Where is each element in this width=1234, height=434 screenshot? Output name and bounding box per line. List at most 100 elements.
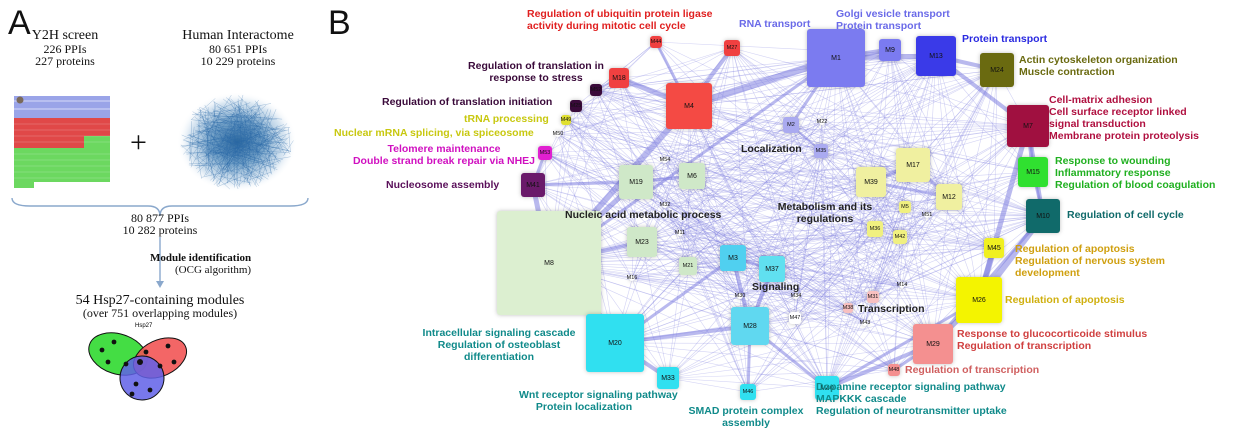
module-edge: [688, 105, 828, 389]
module-edge: [732, 257, 874, 298]
annotation-apoptosis: Regulation of apoptosis: [1005, 294, 1125, 306]
module-node-m49[interactable]: M49: [560, 115, 572, 125]
module-node-m8[interactable]: M8: [497, 211, 601, 315]
module-node-m28[interactable]: M28: [731, 307, 769, 345]
module-edge: [548, 262, 874, 298]
module-node-m3[interactable]: M3: [720, 245, 746, 271]
module-node-m52[interactable]: M52: [590, 84, 602, 96]
module-node-m7[interactable]: M7: [1007, 105, 1049, 147]
module-node-m47[interactable]: M47: [789, 312, 801, 324]
module-edge: [548, 262, 934, 345]
module-edge: [795, 295, 980, 301]
module-edge: [821, 121, 950, 198]
module-edge: [794, 296, 874, 319]
module-node-m25[interactable]: M25: [570, 100, 582, 112]
module-edge: [575, 105, 734, 259]
module-node-m40[interactable]: M40: [815, 376, 839, 400]
module-node-m53[interactable]: M53: [538, 146, 552, 160]
module-node-m42[interactable]: M42: [893, 230, 907, 244]
module-node-m34[interactable]: M34: [790, 293, 802, 299]
module-node-m51[interactable]: M51: [921, 212, 933, 218]
module-node-m9[interactable]: M9: [879, 39, 901, 61]
module-edge: [935, 55, 980, 301]
module-node-m19[interactable]: M19: [619, 165, 653, 199]
module-edge: [614, 57, 837, 344]
module-edge: [641, 241, 669, 379]
module-edge: [821, 121, 1044, 217]
module-edge: [790, 124, 901, 238]
module-node-m24[interactable]: M24: [980, 53, 1014, 87]
module-node-m11[interactable]: M11: [674, 230, 686, 236]
module-edge: [679, 232, 895, 371]
module-node-m13[interactable]: M13: [916, 36, 956, 76]
module-edge: [544, 47, 733, 154]
module-node-m1[interactable]: M1: [807, 29, 865, 87]
module-node-m2[interactable]: M2: [783, 117, 799, 133]
module-node-m43[interactable]: M43: [859, 320, 871, 326]
module-node-m23[interactable]: M23: [627, 227, 657, 257]
module-edge: [635, 57, 837, 183]
module-node-m50[interactable]: M50: [552, 131, 564, 137]
module-edge: [664, 69, 998, 206]
module-edge: [548, 164, 914, 264]
module-node-m45[interactable]: M45: [984, 238, 1004, 258]
module-node-m20[interactable]: M20: [586, 314, 644, 372]
module-node-m48[interactable]: M48: [888, 364, 900, 376]
module-edge: [691, 175, 980, 301]
module-edge: [655, 41, 823, 123]
interactome-title: Human Interactome: [182, 28, 294, 43]
module-node-m46[interactable]: M46: [740, 384, 756, 400]
module-node-m5[interactable]: M5: [899, 201, 911, 213]
module-edge: [795, 69, 998, 297]
module-node-m54[interactable]: M54: [659, 157, 671, 163]
module-node-m38[interactable]: M38: [842, 303, 854, 313]
module-edge: [688, 105, 903, 286]
module-node-m31[interactable]: M31: [867, 291, 879, 303]
module-edge: [575, 47, 733, 107]
module-node-m29[interactable]: M29: [913, 324, 953, 364]
module-node-m41[interactable]: M41: [521, 173, 545, 197]
module-node-m37[interactable]: M37: [759, 256, 785, 282]
module-node-m36[interactable]: M36: [867, 221, 883, 237]
module-node-m44[interactable]: M44: [650, 36, 662, 48]
module-node-m33[interactable]: M33: [657, 367, 679, 389]
module-edge: [664, 159, 741, 297]
module-node-m27[interactable]: M27: [724, 40, 740, 56]
module-edge: [771, 236, 901, 270]
module-node-m35[interactable]: M35: [814, 144, 828, 158]
module-edge: [635, 181, 866, 324]
module-node-m17[interactable]: M17: [896, 148, 930, 182]
module-node-m4[interactable]: M4: [666, 83, 712, 129]
module-node-m22[interactable]: M22: [816, 119, 828, 125]
module-node-m26[interactable]: M26: [956, 277, 1002, 323]
module-edge: [864, 206, 906, 324]
module-node-m39[interactable]: M39: [856, 167, 886, 197]
module-node-m10[interactable]: M10: [1026, 199, 1060, 233]
module-node-m15[interactable]: M15: [1018, 157, 1048, 187]
module-edge: [794, 317, 866, 324]
module-node-m12[interactable]: M12: [936, 184, 962, 210]
module-edge: [664, 204, 828, 389]
module-edge: [557, 133, 980, 301]
module-edge: [826, 181, 872, 389]
module-edge: [826, 164, 914, 389]
annotation-protein-transport: Protein transport: [962, 33, 1048, 45]
module-node-m18[interactable]: M18: [609, 68, 629, 88]
module-edge: [749, 236, 901, 327]
module-node-m16[interactable]: M16: [626, 275, 638, 281]
module-node-m32[interactable]: M32: [659, 202, 671, 208]
module-node-m6[interactable]: M6: [679, 163, 705, 189]
y2h-title: Y2H screen: [31, 28, 99, 43]
module-edge: [731, 47, 751, 327]
annotation-transcription-reg: Regulation of transcription: [905, 364, 1040, 376]
module-edge: [935, 55, 950, 198]
module-edge: [820, 150, 995, 249]
module-node-m14[interactable]: M14: [896, 282, 908, 288]
y2h-ppis: 226 PPIs: [43, 42, 87, 56]
module-edge: [749, 125, 1029, 327]
module-edge: [889, 49, 934, 345]
module-node-m21[interactable]: M21: [679, 257, 697, 275]
module-node-m30[interactable]: M30: [734, 293, 746, 299]
